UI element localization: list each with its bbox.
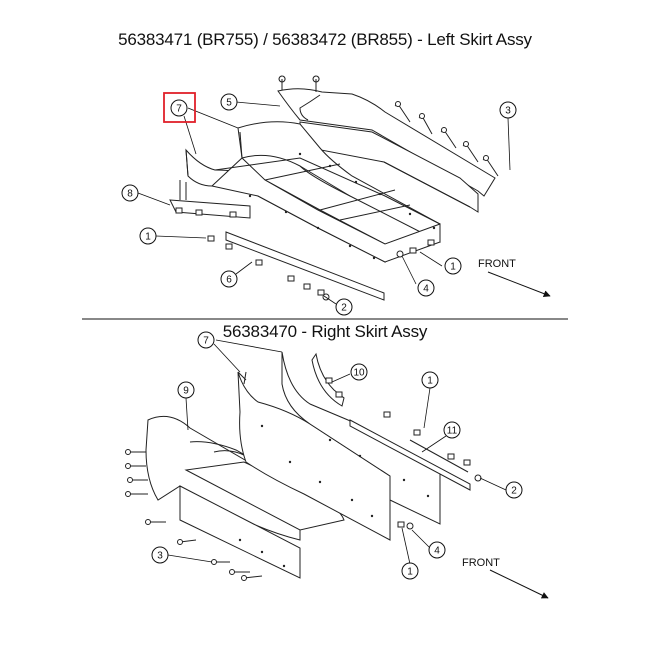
callout-bottom-9: 9	[177, 381, 195, 399]
part-11-strip	[349, 419, 471, 491]
svg-text:11: 11	[447, 426, 458, 437]
svg-text:5: 5	[226, 98, 232, 109]
callout-top-7: 7	[170, 99, 188, 117]
leaders-bottom	[167, 339, 507, 565]
part-3-bolts-bottom	[125, 449, 263, 581]
mount-holes-bottom	[238, 424, 430, 568]
eye-bolt-left	[278, 75, 286, 90]
callout-top-6: 6	[220, 270, 238, 288]
svg-text:7: 7	[203, 336, 209, 347]
svg-text:6: 6	[226, 275, 232, 286]
svg-text:8: 8	[127, 189, 133, 200]
svg-text:3: 3	[505, 106, 511, 117]
part-7-skirt-bottom-a	[237, 371, 391, 541]
left-skirt-drawing	[137, 75, 511, 305]
title-left-skirt-assy: 56383471 (BR755) / 56383472 (BR855) - Le…	[118, 30, 532, 49]
svg-text:7: 7	[176, 104, 182, 115]
callout-bottom-3: 3	[151, 546, 169, 564]
svg-text:9: 9	[183, 386, 189, 397]
front-direction-label-top: FRONT	[478, 258, 516, 270]
front-arrow-top	[487, 271, 551, 297]
eye-bolt-right	[312, 75, 320, 92]
svg-text:4: 4	[434, 546, 440, 557]
svg-text:10: 10	[353, 368, 365, 379]
callout-bottom-11: 11	[443, 421, 461, 439]
callout-bottom-4: 4	[428, 541, 446, 559]
callout-top-5: 5	[220, 93, 238, 111]
callout-bottom-10: 10	[350, 363, 368, 381]
side-panel-right	[299, 121, 479, 213]
right-skirt-drawing	[125, 339, 507, 581]
svg-text:1: 1	[145, 232, 151, 243]
callout-top-1b: 1	[444, 257, 462, 275]
callout-top-2: 2	[335, 298, 353, 316]
svg-text:1: 1	[427, 376, 433, 387]
front-direction-label-bottom: FRONT	[462, 557, 500, 569]
callout-bottom-2: 2	[505, 481, 523, 499]
front-arrow-bottom	[489, 569, 549, 599]
part-9-plate	[179, 485, 301, 579]
callout-bottom-7: 7	[197, 331, 215, 349]
clip-nuts-top	[175, 207, 435, 301]
callout-top-1a: 1	[139, 227, 157, 245]
callout-top-3: 3	[499, 101, 517, 119]
callout-top-8: 8	[121, 184, 139, 202]
clip-nuts-bottom	[325, 377, 482, 530]
callout-bottom-1b: 1	[401, 562, 419, 580]
part-6-strip	[225, 231, 385, 301]
title-right-skirt-assy: 56383470 - Right Skirt Assy	[222, 322, 428, 341]
callout-bottom-1a: 1	[421, 371, 439, 389]
svg-text:2: 2	[341, 303, 347, 314]
svg-text:4: 4	[423, 284, 429, 295]
svg-text:2: 2	[511, 486, 517, 497]
leaders-top	[137, 101, 511, 305]
svg-text:1: 1	[407, 567, 413, 578]
svg-text:3: 3	[157, 551, 163, 562]
callout-top-4: 4	[417, 279, 435, 297]
highlight-box	[163, 92, 196, 123]
svg-text:1: 1	[450, 262, 456, 273]
part-7-skirt-bottom-b	[281, 351, 441, 525]
part-3-bolts	[394, 101, 499, 177]
mount-holes	[248, 152, 436, 260]
